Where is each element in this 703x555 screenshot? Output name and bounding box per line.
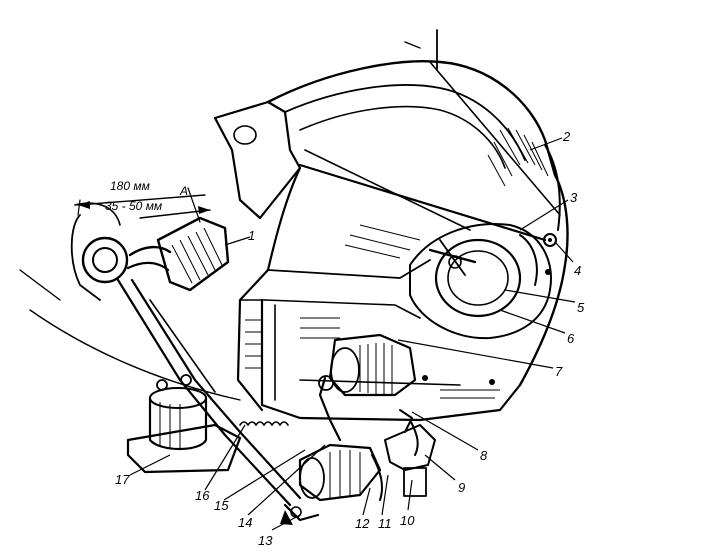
leader-lines	[129, 137, 576, 531]
callout-11: 11	[378, 516, 392, 531]
callout-3: 3	[570, 190, 578, 205]
callout-4: 4	[574, 263, 581, 278]
bell-shading	[487, 127, 549, 187]
callout-2: 2	[562, 129, 571, 144]
dimension-point-marker: А	[179, 184, 188, 198]
callout-15: 15	[214, 498, 229, 513]
dimension-free-play: 35 - 50 мм	[105, 199, 162, 213]
pedal-bracket-base	[126, 374, 242, 474]
slave-cylinder	[318, 333, 417, 442]
callout-6: 6	[567, 331, 575, 346]
engine-block-outline	[213, 29, 569, 422]
clutch-release-window	[409, 223, 557, 385]
callout-12: 12	[355, 516, 370, 531]
callout-13: 13	[258, 533, 273, 548]
dimension-total-travel: 180 мм	[110, 179, 150, 193]
callout-8: 8	[480, 448, 488, 463]
callout-14: 14	[238, 515, 252, 530]
dimension-annotations: 180 мм 35 - 50 мм А	[77, 179, 211, 223]
callout-7: 7	[555, 364, 563, 379]
callout-1: 1	[248, 228, 255, 243]
pedal-pad-ribs	[171, 227, 223, 284]
callout-9: 9	[458, 480, 465, 495]
clutch-pedal	[70, 202, 302, 507]
callout-10: 10	[400, 513, 415, 528]
callout-labels: 1 2 3 4 5 6 7 8 9 10 11 12 13 14 15 16 1…	[115, 129, 585, 548]
callout-16: 16	[195, 488, 210, 503]
master-cylinder-assembly	[239, 419, 436, 525]
callout-5: 5	[577, 300, 585, 315]
housing-shading	[245, 224, 500, 399]
callout-17: 17	[115, 472, 130, 487]
